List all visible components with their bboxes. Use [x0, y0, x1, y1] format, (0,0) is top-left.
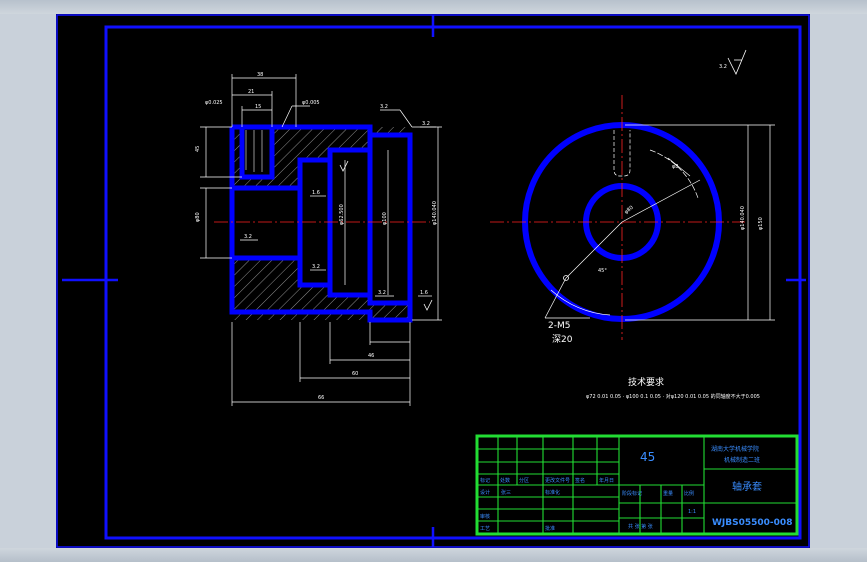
- viewport-bottom-strip: [0, 548, 867, 562]
- tb-row-label-3: 更改文件号: [545, 477, 570, 484]
- roughness-3: 3.2: [244, 234, 252, 240]
- dim-top-mid: 21: [248, 89, 254, 95]
- side-dia-outer: φ150: [758, 217, 764, 230]
- dim-bottom-2: 60: [352, 371, 358, 377]
- roughness-7: 1.6: [420, 290, 428, 296]
- tb-sheet-label: 共 张 第 张: [628, 523, 653, 530]
- tb-material: 45: [640, 450, 655, 464]
- dim-left-height: 45: [195, 146, 201, 152]
- tb-school-1: 湖南大学机械学院: [711, 445, 759, 453]
- tb-check-label: 审核: [480, 513, 490, 520]
- dim-tol-left: φ0.025: [205, 100, 223, 106]
- inner-frame: [104, 25, 802, 540]
- tb-row-label-5: 年月日: [599, 477, 614, 484]
- dim-bottom-1: 46: [368, 353, 374, 359]
- roughness-5: 3.2: [312, 264, 320, 270]
- tech-heading: 技术要求: [628, 376, 664, 388]
- tech-line: φ72 0.01 0.05 · φ100 0.1 0.05 · 对φ120 0.…: [586, 393, 760, 400]
- tb-school-2: 机械制造二班: [724, 456, 760, 464]
- title-block: 45 湖南大学机械学院 机械制造二班 轴承套 WJBS05500-008 标记 …: [475, 434, 799, 536]
- hole-callout-count: 2-M5: [548, 321, 570, 331]
- centering-marks: [62, 15, 806, 547]
- dim-bottom-3: 66: [318, 395, 324, 401]
- roughness-1: 3.2: [380, 104, 388, 110]
- side-dia-inner: φ140.040: [740, 206, 746, 230]
- side-view: [490, 49, 775, 340]
- dim-bore-large: φ100: [382, 212, 388, 225]
- tb-part-name: 轴承套: [732, 480, 762, 493]
- roughness-4: 1.6: [312, 190, 320, 196]
- dim-top-overall: 38: [257, 72, 263, 78]
- tb-drawing-no: WJBS05500-008: [712, 518, 792, 528]
- roughness-2: 3.2: [422, 121, 430, 127]
- tb-design-label: 设计: [480, 489, 490, 496]
- dim-top-small: 15: [255, 104, 261, 110]
- section-view: [200, 74, 442, 406]
- side-bore: φ80: [623, 205, 634, 216]
- roughness-6: 3.2: [378, 290, 386, 296]
- corner-roughness-note: 3.2: [719, 64, 727, 70]
- tb-weight-label: 重量: [663, 490, 673, 497]
- dim-left-dia: φ80: [195, 212, 201, 222]
- hole-callout-depth: 深20: [552, 334, 573, 345]
- tb-row-label-2: 分区: [519, 477, 529, 484]
- tb-ratio-label: 比例: [684, 490, 694, 497]
- tb-row-label-1: 处数: [500, 477, 510, 484]
- tb-design-name: 张三: [501, 489, 511, 496]
- tb-approve-label: 批准: [545, 525, 555, 532]
- viewport-top-strip: [0, 0, 867, 14]
- dim-right-dia: φ140.040: [432, 201, 438, 225]
- dim-tol-right: φ0.005: [302, 100, 320, 106]
- tb-stage-label: 阶段标记: [622, 490, 642, 497]
- tb-row-label-4: 签名: [575, 477, 585, 484]
- side-angle: 45°: [598, 268, 607, 274]
- tb-std-label: 标准化: [545, 489, 560, 496]
- dim-bore-small: φ62.500: [339, 204, 345, 225]
- tb-row-label-0: 标记: [480, 477, 490, 484]
- tb-ratio-value: 1:1: [688, 509, 696, 515]
- side-ref: φ8: [672, 164, 678, 170]
- tb-craft-label: 工艺: [480, 526, 490, 532]
